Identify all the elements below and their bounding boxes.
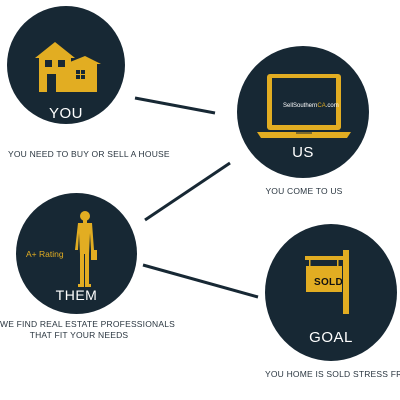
businessman-icon (75, 211, 97, 287)
screen-brand-text: SellSouthernCA.com (283, 103, 339, 109)
node-us: SellSouthernCA.com US (237, 46, 369, 178)
rating-text: A+ Rating (26, 249, 64, 259)
caption-us: YOU COME TO US (265, 186, 343, 196)
node-label-goal: GOAL (309, 329, 353, 346)
sold-sign-icon (305, 250, 349, 314)
laptop-icon (257, 74, 351, 138)
node-goal: SOLD GOAL (265, 224, 397, 361)
node-label-us: US (292, 144, 314, 161)
caption-goal: YOU HOME IS SOLD STRESS FREE (265, 369, 400, 379)
house-icon (35, 42, 101, 92)
connector-you-us (134, 96, 216, 115)
node-them: A+ Rating THEM (16, 193, 137, 314)
connector-them-goal (142, 263, 259, 299)
node-label-them: THEM (55, 287, 98, 303)
sold-sign-text: SOLD (314, 277, 343, 288)
caption-them-line1: WE FIND REAL ESTATE PROFESSIONALS (0, 319, 176, 329)
caption-them: WE FIND REAL ESTATE PROFESSIONALS THAT F… (0, 319, 176, 341)
caption-you: YOU NEED TO BUY OR SELL A HOUSE (8, 149, 170, 159)
connector-us-them (144, 161, 231, 222)
caption-them-line2: THAT FIT YOUR NEEDS (29, 330, 129, 340)
node-you: YOU (7, 6, 125, 124)
node-label-you: YOU (48, 105, 83, 122)
